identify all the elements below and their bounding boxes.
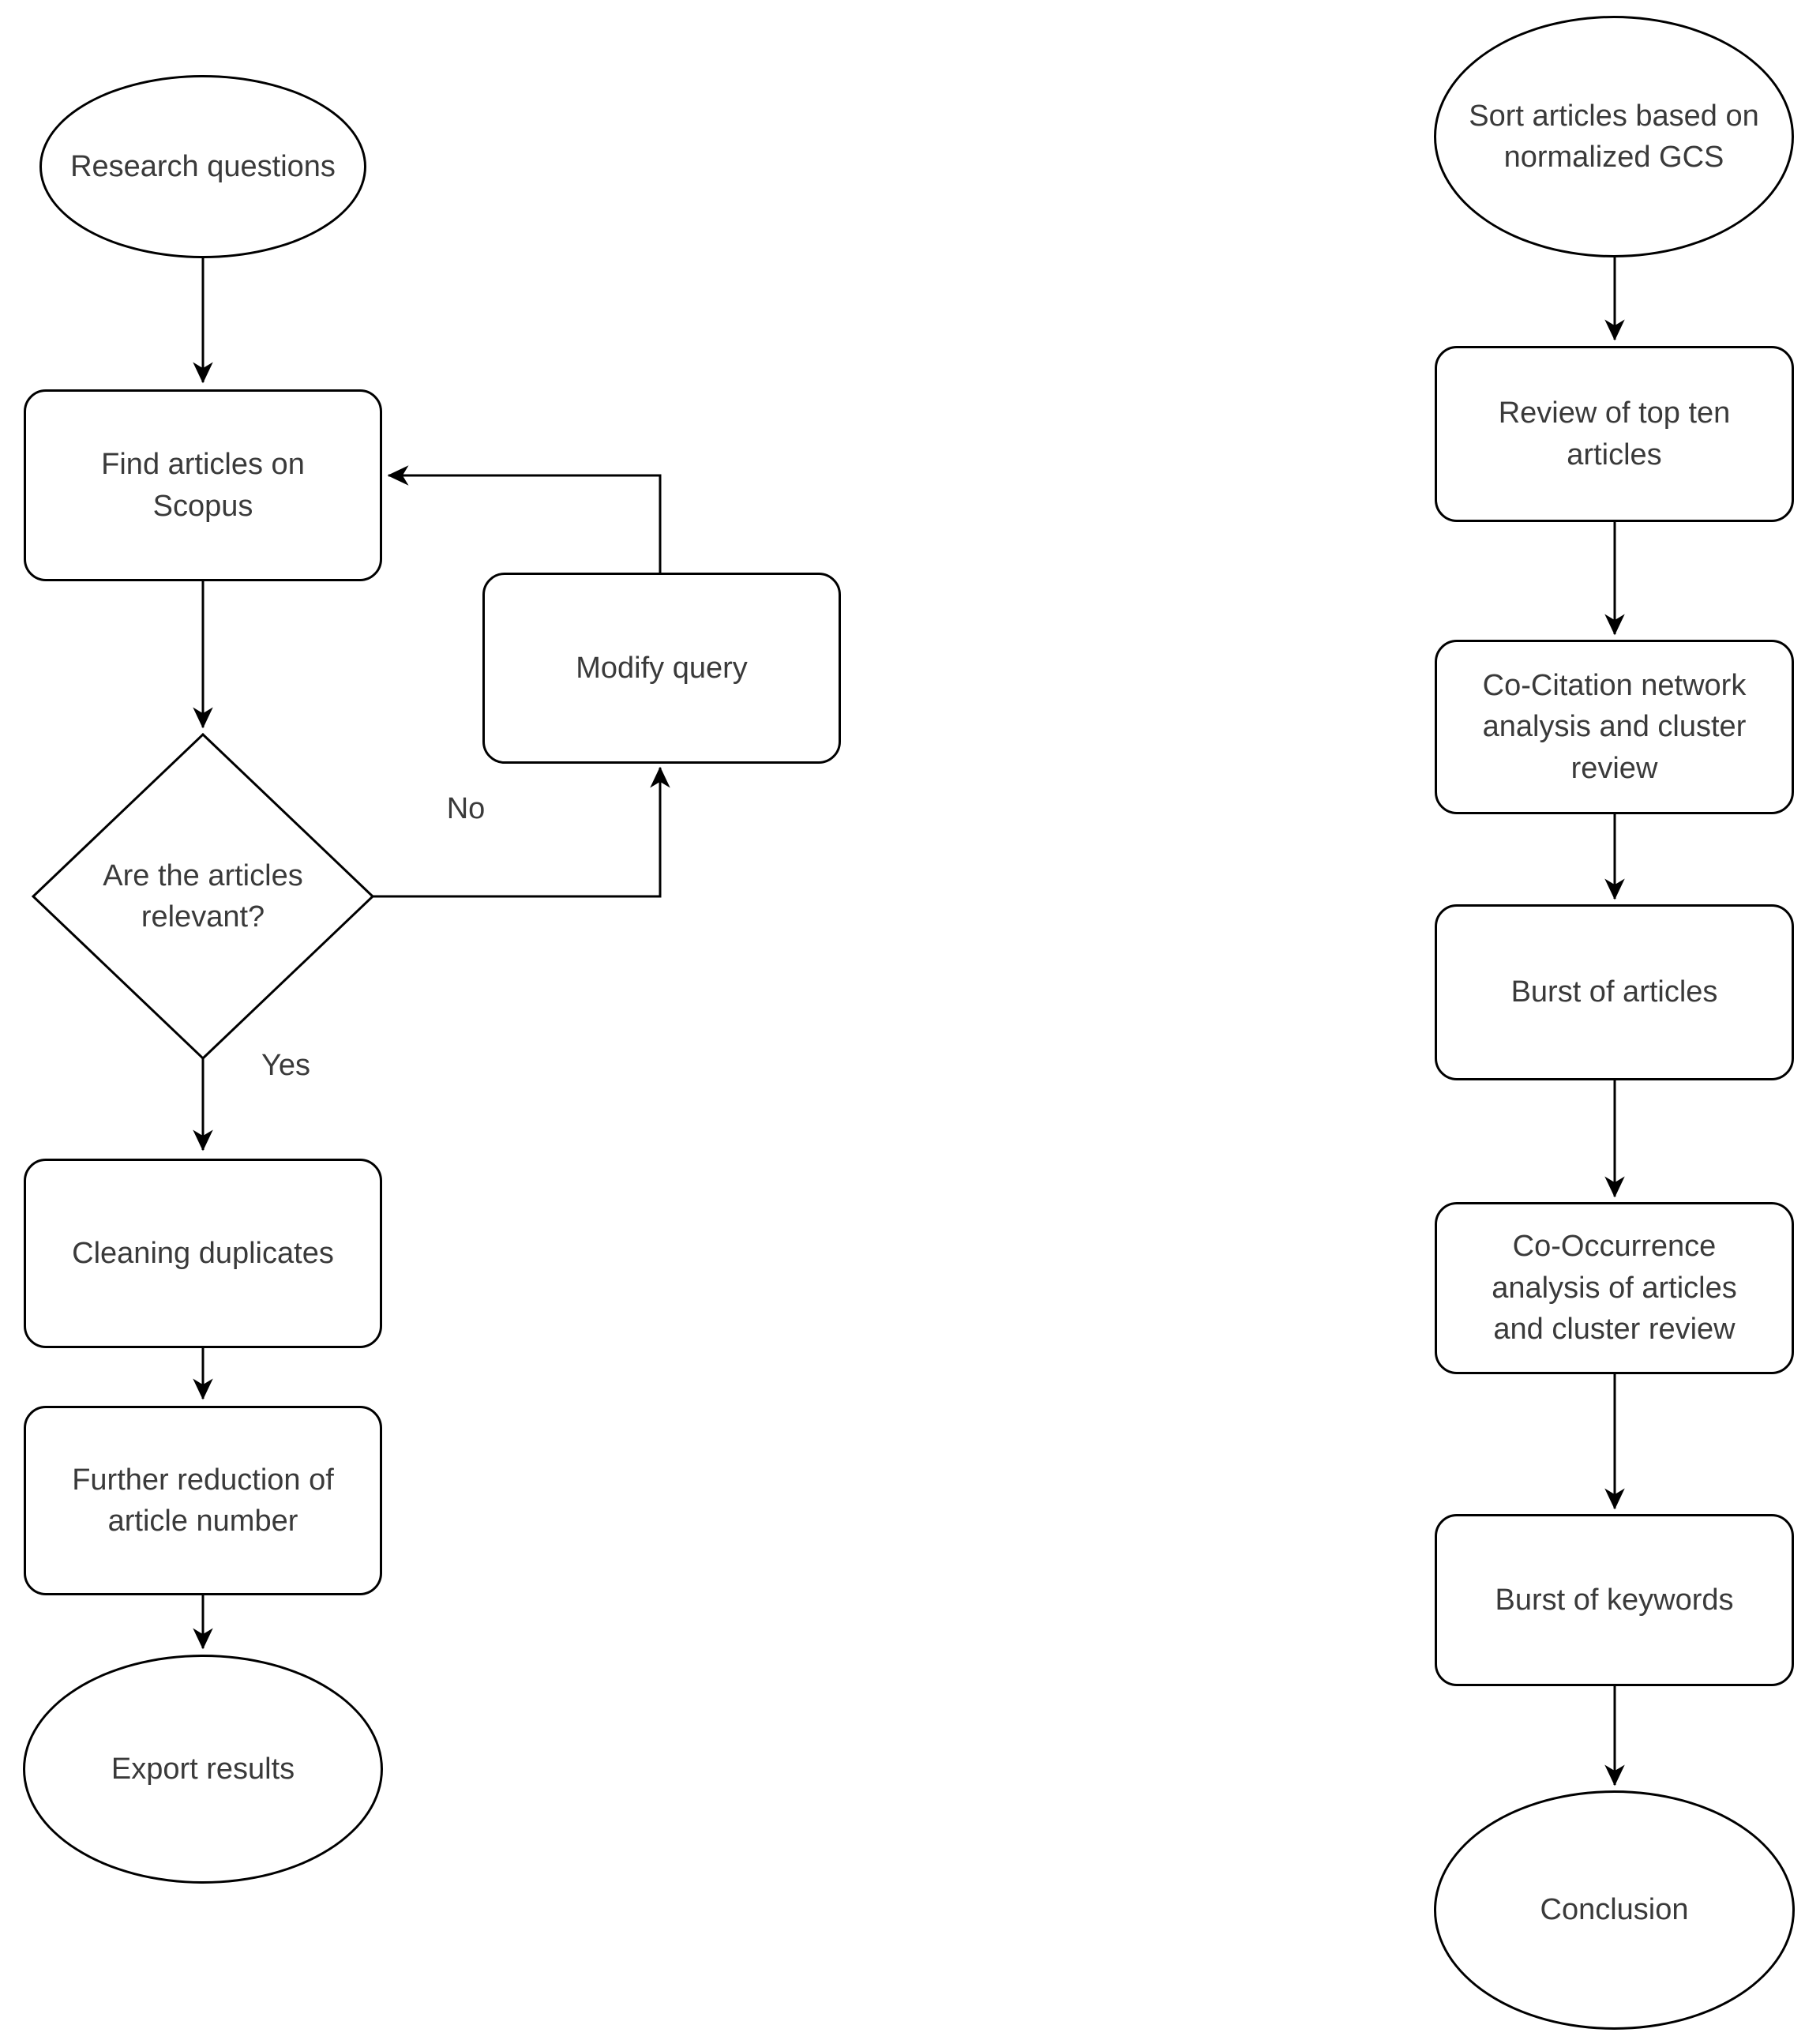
further-reduction-box: Further reduction of article number (24, 1406, 382, 1595)
decision-diamond-shape (31, 732, 375, 1061)
burst-of-articles-label: Burst of articles (1510, 975, 1718, 1009)
no-edge-label: No (446, 792, 486, 825)
review-top-ten-label: Review of top ten articles (1498, 396, 1731, 471)
co-citation-label: Co-Citation network analysis and cluster… (1482, 668, 1747, 785)
burst-of-keywords-box: Burst of keywords (1435, 1514, 1794, 1686)
relevance-question-label: Are the articles relevant? (103, 858, 303, 934)
export-results-label: Export results (111, 1752, 295, 1786)
review-top-ten-box: Review of top ten articles (1435, 346, 1794, 522)
edge-modify-to-find (387, 465, 662, 573)
modify-query-label: Modify query (576, 651, 748, 685)
research-questions-label: Research questions (70, 149, 336, 183)
modify-query-box: Modify query (482, 573, 841, 764)
cleaning-duplicates-box: Cleaning duplicates (24, 1159, 382, 1348)
burst-of-articles-box: Burst of articles (1435, 904, 1794, 1080)
yes-edge-label: Yes (261, 1049, 310, 1082)
co-occurrence-box: Co-Occurrence analysis of articles and c… (1435, 1202, 1794, 1374)
burst-of-keywords-label: Burst of keywords (1495, 1583, 1734, 1617)
edge-decision-no-to-modify (373, 766, 670, 898)
research-questions-ellipse: Research questions (39, 75, 366, 258)
co-occurrence-label: Co-Occurrence analysis of articles and c… (1492, 1230, 1737, 1347)
find-articles-box: Find articles on Scopus (24, 389, 382, 581)
conclusion-ellipse: Conclusion (1434, 1790, 1795, 2030)
cleaning-duplicates-label: Cleaning duplicates (72, 1236, 334, 1270)
sort-articles-label: Sort articles based on normalized GCS (1469, 99, 1759, 174)
co-citation-box: Co-Citation network analysis and cluster… (1435, 640, 1794, 814)
find-articles-label: Find articles on Scopus (101, 448, 305, 523)
further-reduction-label: Further reduction of article number (72, 1463, 334, 1538)
export-results-ellipse: Export results (23, 1655, 383, 1884)
relevance-decision-text: Are the articles relevant? (57, 825, 349, 967)
sort-articles-ellipse: Sort articles based on normalized GCS (1434, 16, 1794, 257)
conclusion-label: Conclusion (1540, 1893, 1689, 1927)
